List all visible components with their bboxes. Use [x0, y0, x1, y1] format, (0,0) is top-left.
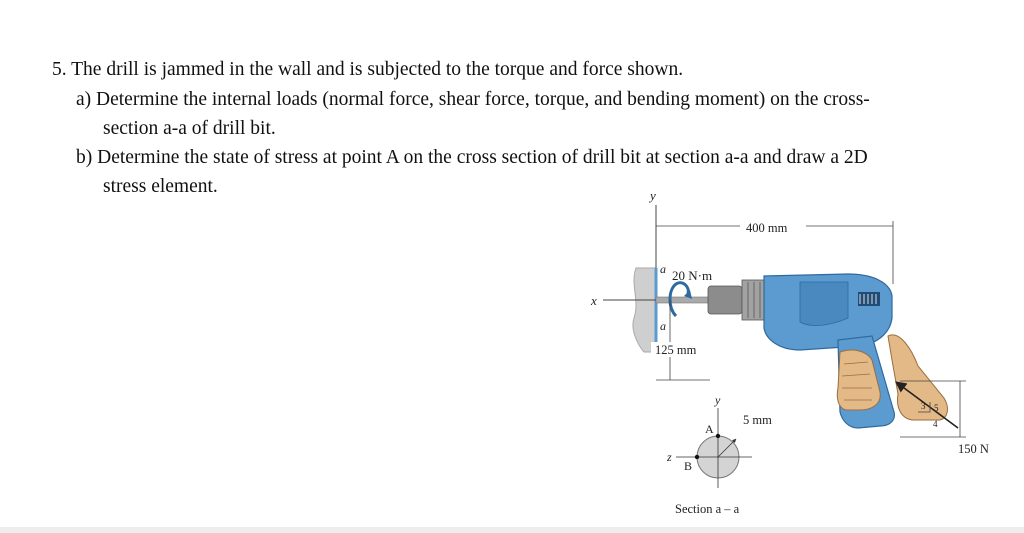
section-a-top-label: a: [660, 262, 666, 276]
problem-line-5: stress element.: [103, 176, 218, 197]
hand: [836, 349, 881, 411]
thumb: [887, 334, 948, 421]
chuck: [707, 285, 743, 315]
bottom-bar: [0, 527, 1024, 533]
drill-bit: [655, 296, 709, 304]
section-caption: Section a – a: [675, 502, 740, 516]
force-arrow: [895, 381, 959, 429]
section-a-bottom-label: a: [660, 319, 666, 333]
slope-3: 3: [921, 401, 926, 411]
problem-line-3: section a-a of drill bit.: [103, 118, 276, 139]
slope-triangle: [918, 402, 931, 413]
section-z-label: z: [666, 450, 672, 464]
point-a-label: A: [705, 422, 714, 436]
wall: [632, 267, 657, 353]
problem-line-2: a) Determine the internal loads (normal …: [76, 89, 870, 110]
radius-label: 5 mm: [743, 413, 772, 427]
dim-125-label: 125 mm: [655, 343, 697, 357]
slope-4: 4: [933, 419, 938, 429]
problem-line-1: 5. The drill is jammed in the wall and i…: [52, 59, 684, 80]
point-b-dot: [694, 454, 700, 460]
torque-arrow: [668, 281, 690, 318]
dim-400-label: 400 mm: [746, 221, 788, 235]
point-b-label: B: [684, 459, 692, 473]
point-a-dot: [715, 433, 721, 439]
torque-label: 20 N·m: [672, 268, 712, 283]
slope-5: 5: [934, 403, 939, 413]
problem-line-4: b) Determine the state of stress at poin…: [76, 147, 868, 168]
section-y-label: y: [714, 393, 721, 407]
x-axis-label: x: [590, 293, 597, 308]
radius-arrow: [717, 438, 737, 458]
force-label: 150 N: [958, 442, 989, 456]
y-axis-label: y: [648, 188, 656, 203]
